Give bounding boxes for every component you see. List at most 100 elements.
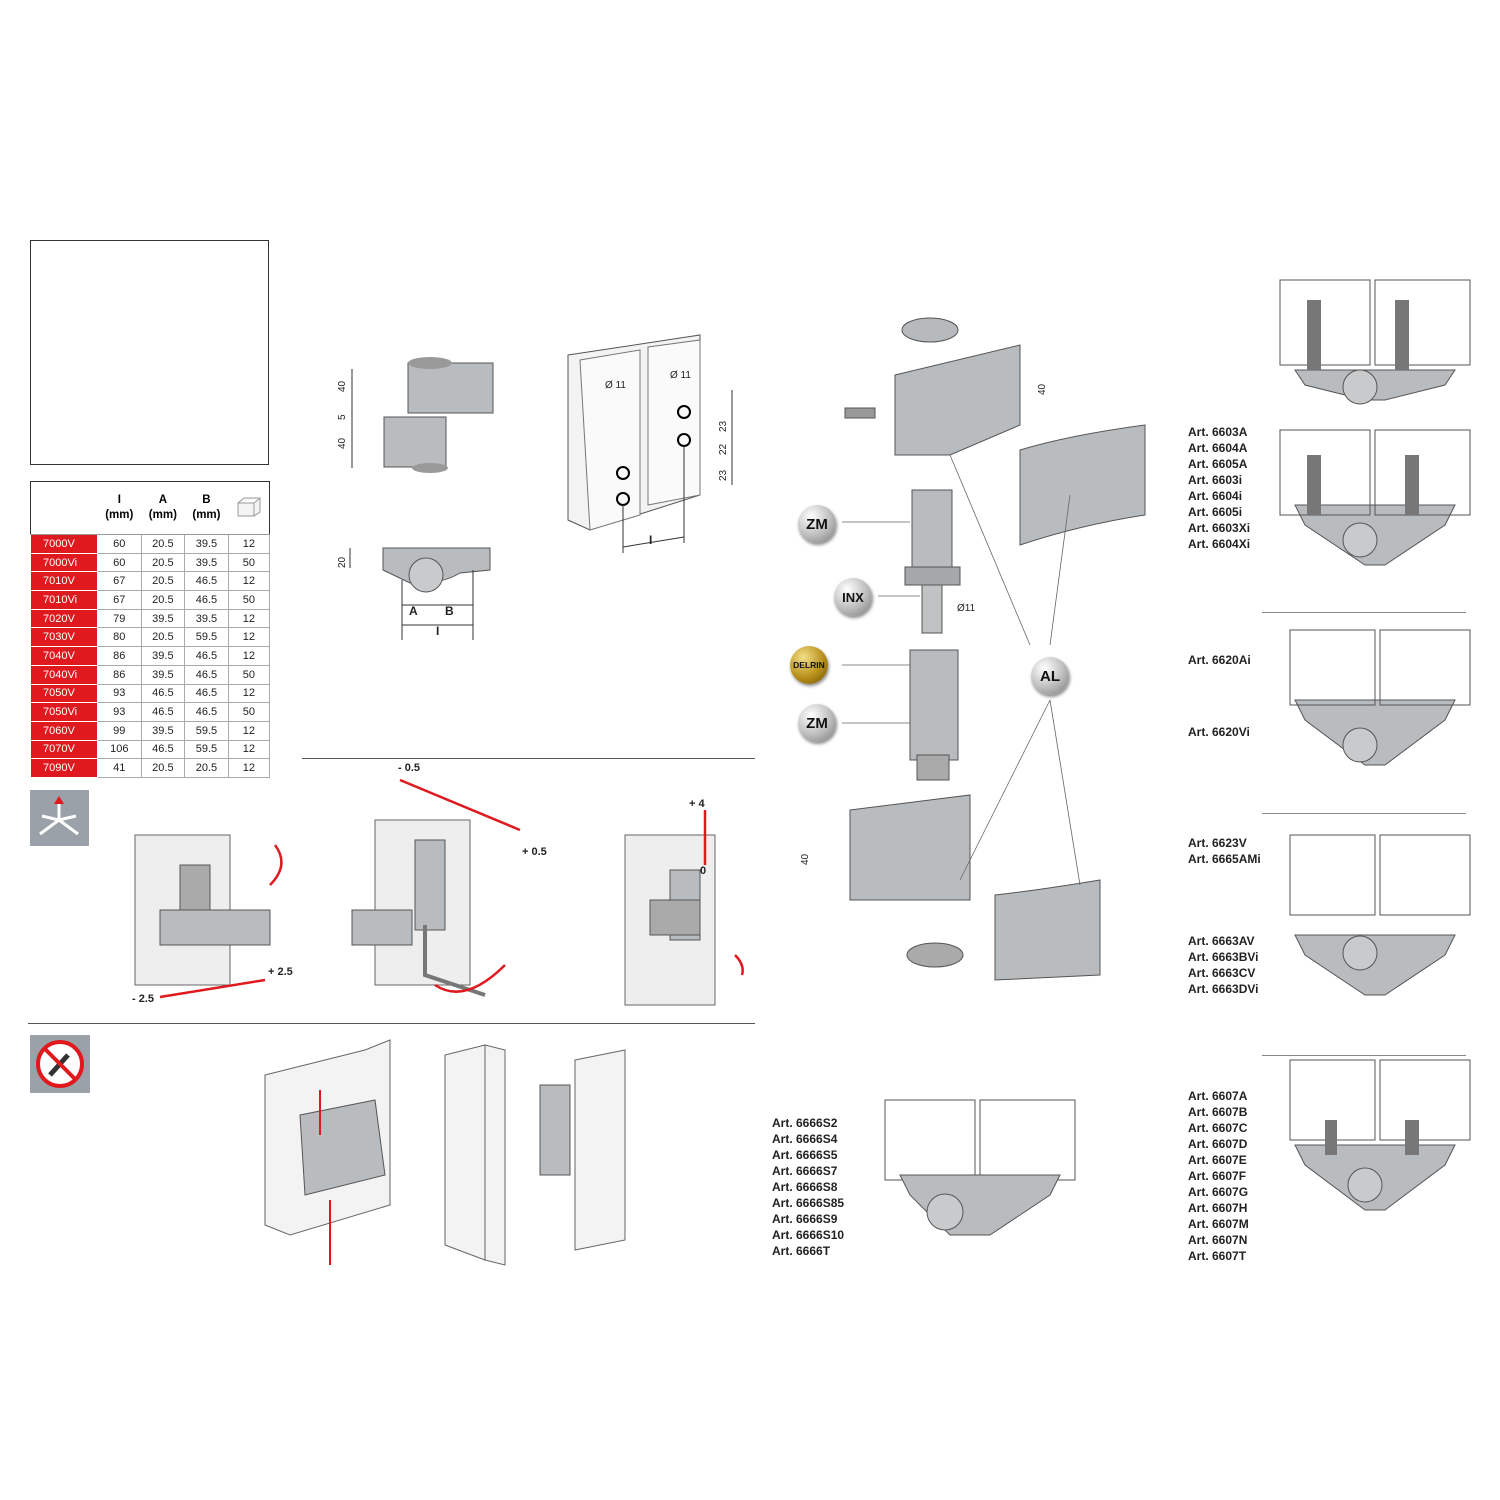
article-number: Art. 6666S10 xyxy=(772,1228,845,1242)
table-cell: 12 xyxy=(227,646,271,666)
adjustment-arrows-icon xyxy=(30,790,89,846)
article-number: Art. 6603Xi xyxy=(1188,521,1251,535)
table-cell: 50 xyxy=(227,590,271,610)
dim-bottom-height: 40 xyxy=(337,437,348,449)
table-cell: 12 xyxy=(227,571,271,592)
dim-top-height: 40 xyxy=(337,380,348,392)
no-tools-icon xyxy=(30,1035,90,1093)
article-number: Art. 6607H xyxy=(1188,1201,1248,1215)
article-number: Art. 6663CV xyxy=(1188,966,1256,980)
article-code: 7070V xyxy=(30,739,98,760)
article-code: 7060V xyxy=(30,720,98,741)
zamak-badge-2: ZM xyxy=(798,704,836,742)
table-cell: 50 xyxy=(227,664,271,685)
table-cell: 39.5 xyxy=(184,552,229,573)
table-cell: 46.5 xyxy=(184,571,229,592)
table-cell: 59.5 xyxy=(184,739,229,760)
table-cell: 46.5 xyxy=(184,646,229,666)
adjust-height-zero: 0 xyxy=(700,865,707,877)
article-number: Art. 6607E xyxy=(1188,1153,1247,1167)
article-number: Art. 6604Xi xyxy=(1188,537,1251,551)
dim-gap: 5 xyxy=(337,414,348,420)
article-number: Art. 6663BVi xyxy=(1188,950,1259,964)
table-cell: 20.5 xyxy=(140,571,186,592)
article-number: Art. 6666S5 xyxy=(772,1148,838,1162)
table-cell: 59.5 xyxy=(184,720,229,741)
table-cell: 46.5 xyxy=(140,702,186,722)
article-list-6603: Art. 6603A Art. 6604A Art. 6605A Art. 6603i… xyxy=(1188,424,1250,552)
hinge-side-drawing xyxy=(351,357,494,473)
article-number: Art. 6603A xyxy=(1188,425,1248,439)
delrin-badge: DELRIN xyxy=(790,646,828,684)
adjustment-drawings xyxy=(134,778,744,1006)
article-number: Art. 6607C xyxy=(1188,1121,1248,1135)
table-cell: 12 xyxy=(227,739,271,760)
article-number: Art. 6666T xyxy=(772,1244,831,1258)
exploded-hinge-drawing xyxy=(842,317,1146,981)
article-code: 7040V xyxy=(30,646,98,666)
article-number: Art. 6607T xyxy=(1188,1249,1247,1263)
article-code: 7050V xyxy=(30,683,98,704)
table-cell: 12 xyxy=(227,758,271,778)
zamak-badge: ZM xyxy=(798,505,836,543)
article-number: Art. 6607G xyxy=(1188,1185,1249,1199)
article-number: Art. 6604i xyxy=(1188,489,1243,503)
table-cell: 60 xyxy=(97,534,142,554)
dim-hole-right: Ø 11 xyxy=(670,370,691,381)
adjust-height-plus: + 4 xyxy=(689,798,705,810)
dim-pin-dia: Ø11 xyxy=(957,603,976,614)
dim-base-height: 20 xyxy=(337,556,348,568)
article-number: Art. 6605i xyxy=(1188,505,1243,519)
divider xyxy=(1262,1055,1466,1056)
article-number: Art. 6623V xyxy=(1188,836,1247,850)
table-cell: 67 xyxy=(97,590,142,610)
article-number: Art. 6666S4 xyxy=(772,1132,838,1146)
table-cell: 50 xyxy=(227,552,271,573)
article-number: Art. 6604A xyxy=(1188,441,1248,455)
article-number: Art. 6663AV xyxy=(1188,934,1255,948)
article-number: Art. 6666S2 xyxy=(772,1116,838,1130)
article-code: 7000Vi xyxy=(30,552,98,573)
dim-i: I xyxy=(436,624,440,638)
empty-frame xyxy=(30,240,269,465)
table-cell: 86 xyxy=(97,646,142,666)
article-number: Art. 6607B xyxy=(1188,1105,1248,1119)
article-number: Art. 6666S9 xyxy=(772,1212,838,1226)
article-number: Art. 6607D xyxy=(1188,1137,1248,1151)
divider xyxy=(1262,612,1466,613)
table-cell: 79 xyxy=(97,608,142,629)
box-quantity-icon xyxy=(228,481,270,535)
table-cell: 46.5 xyxy=(184,683,229,704)
adjust-lateral-plus: + 2.5 xyxy=(268,966,293,978)
table-cell: 39.5 xyxy=(140,646,186,666)
table-cell: 20.5 xyxy=(140,534,186,554)
adjust-depth-minus: - 0.5 xyxy=(398,762,421,774)
article-number: Art. 6666S8 xyxy=(772,1180,838,1194)
article-code: 7010V xyxy=(30,571,98,592)
table-cell: 12 xyxy=(227,683,271,704)
article-number: Art. 6603i xyxy=(1188,473,1243,487)
table-cell: 46.5 xyxy=(140,683,186,704)
table-cell: 46.5 xyxy=(184,702,229,722)
divider xyxy=(302,758,755,759)
table-cell: 93 xyxy=(97,683,142,704)
table-cell: 12 xyxy=(227,720,271,741)
article-number: Art. 6666S7 xyxy=(772,1164,838,1178)
table-cell: 46.5 xyxy=(184,590,229,610)
article-number: Art. 6607F xyxy=(1188,1169,1247,1183)
table-cell: 99 xyxy=(97,720,142,741)
dim-exploded-bottom: 40 xyxy=(800,853,811,865)
article-number: Art. 6607N xyxy=(1188,1233,1248,1247)
article-list-6620a: Art. 6620Ai xyxy=(1188,652,1251,668)
article-code: 7010Vi xyxy=(30,590,98,610)
article-code: 7090V xyxy=(30,758,98,778)
article-number: Art. 6665AMi xyxy=(1188,852,1261,866)
table-cell: 39.5 xyxy=(140,608,186,629)
article-number: Art. 6605A xyxy=(1188,457,1248,471)
table-cell: 67 xyxy=(97,571,142,592)
